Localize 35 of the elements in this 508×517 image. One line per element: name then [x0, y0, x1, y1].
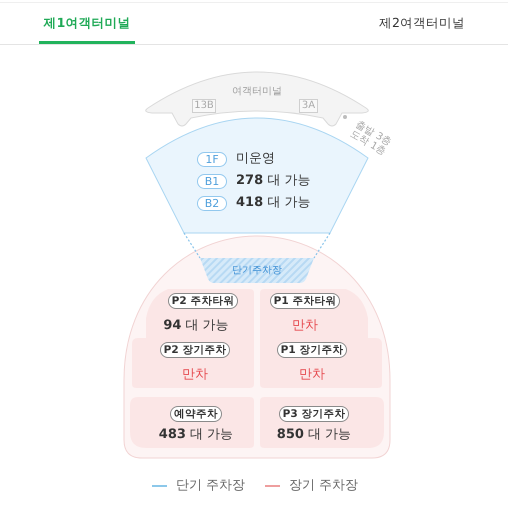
- lot-name-tag: P2 장기주차: [160, 342, 230, 358]
- lot-name-tag: P3 장기주차: [279, 406, 349, 422]
- legend-label: 장기 주차장: [289, 477, 358, 494]
- legend-label: 단기 주차장: [176, 477, 246, 494]
- lot-name-tag: 예약주차: [170, 406, 222, 422]
- dotted-line: [184, 232, 200, 258]
- status-text: 만차: [182, 367, 208, 383]
- floor-tag: B1: [197, 174, 227, 189]
- parking-section: [260, 289, 382, 388]
- floor-tag: 1F: [197, 152, 227, 167]
- tab: 제1여객터미널: [39, 3, 135, 44]
- availability-text: 278 대 가능: [236, 173, 310, 189]
- terminal-label: 여객터미널: [232, 86, 282, 98]
- availability-text: 미운영: [236, 151, 275, 167]
- parking-section: [132, 289, 254, 388]
- availability-text: 94 대 가능: [163, 318, 229, 334]
- lot-name-tag: P1 장기주차: [277, 342, 347, 358]
- availability-text: 418 대 가능: [236, 195, 310, 211]
- floor-tag: B2: [197, 196, 227, 211]
- short-term-zone: [200, 258, 314, 283]
- gate-tag: 13B: [192, 99, 216, 113]
- lot-name-tag: P2 주차타워: [168, 293, 238, 309]
- parking-lot-area: [124, 236, 390, 458]
- availability-text: 483 대 가능: [158, 427, 234, 443]
- gate-tag: 3A: [299, 99, 318, 113]
- parking-section: [260, 397, 384, 448]
- status-text: 만차: [299, 367, 325, 383]
- parking-section: [130, 397, 254, 448]
- floor-guide-text: 출발 3층 도착 1층: [348, 118, 394, 160]
- lot-name-tag: P1 주차타워: [270, 293, 340, 309]
- status-text: 만차: [292, 318, 318, 334]
- availability-text: 850 대 가능: [276, 427, 352, 443]
- dotted-line: [314, 232, 330, 258]
- zone-label: 단기주차장: [232, 265, 282, 277]
- tab-label: 제2여객터미널: [378, 14, 466, 32]
